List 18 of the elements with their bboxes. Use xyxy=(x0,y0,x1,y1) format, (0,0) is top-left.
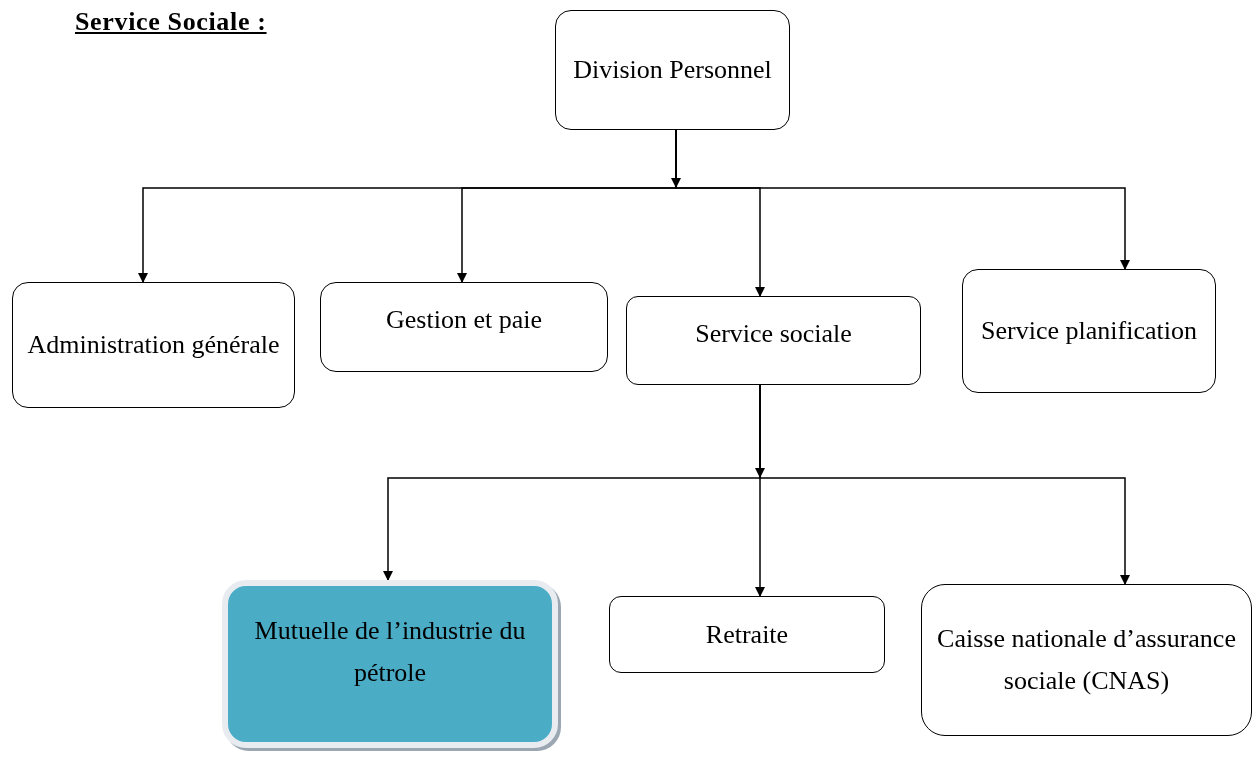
unit-name: Service planification xyxy=(981,315,1197,347)
unit-name: Gestion et paie xyxy=(386,304,542,336)
org-unit-box xyxy=(12,282,295,408)
org-unit-box xyxy=(320,282,608,372)
unit-name: Mutuelle de l’industrie du pétrole xyxy=(253,615,527,689)
org-unit-box xyxy=(555,10,790,130)
org-unit-box xyxy=(626,296,921,385)
unit-name: Caisse nationale d’assurance sociale (CNAS) xyxy=(936,623,1237,697)
org-unit-box xyxy=(222,580,558,748)
unit-name: Administration générale xyxy=(27,329,280,361)
unit-name: Service sociale xyxy=(695,318,852,350)
org-unit-box xyxy=(962,269,1216,393)
org-unit-box xyxy=(921,584,1252,736)
connector-arrow xyxy=(759,384,1130,585)
unit-name: Division Personnel xyxy=(573,54,772,86)
unit-name: Retraite xyxy=(705,618,789,651)
page-title: Service Sociale : xyxy=(75,6,267,38)
org-unit-box xyxy=(609,596,885,673)
